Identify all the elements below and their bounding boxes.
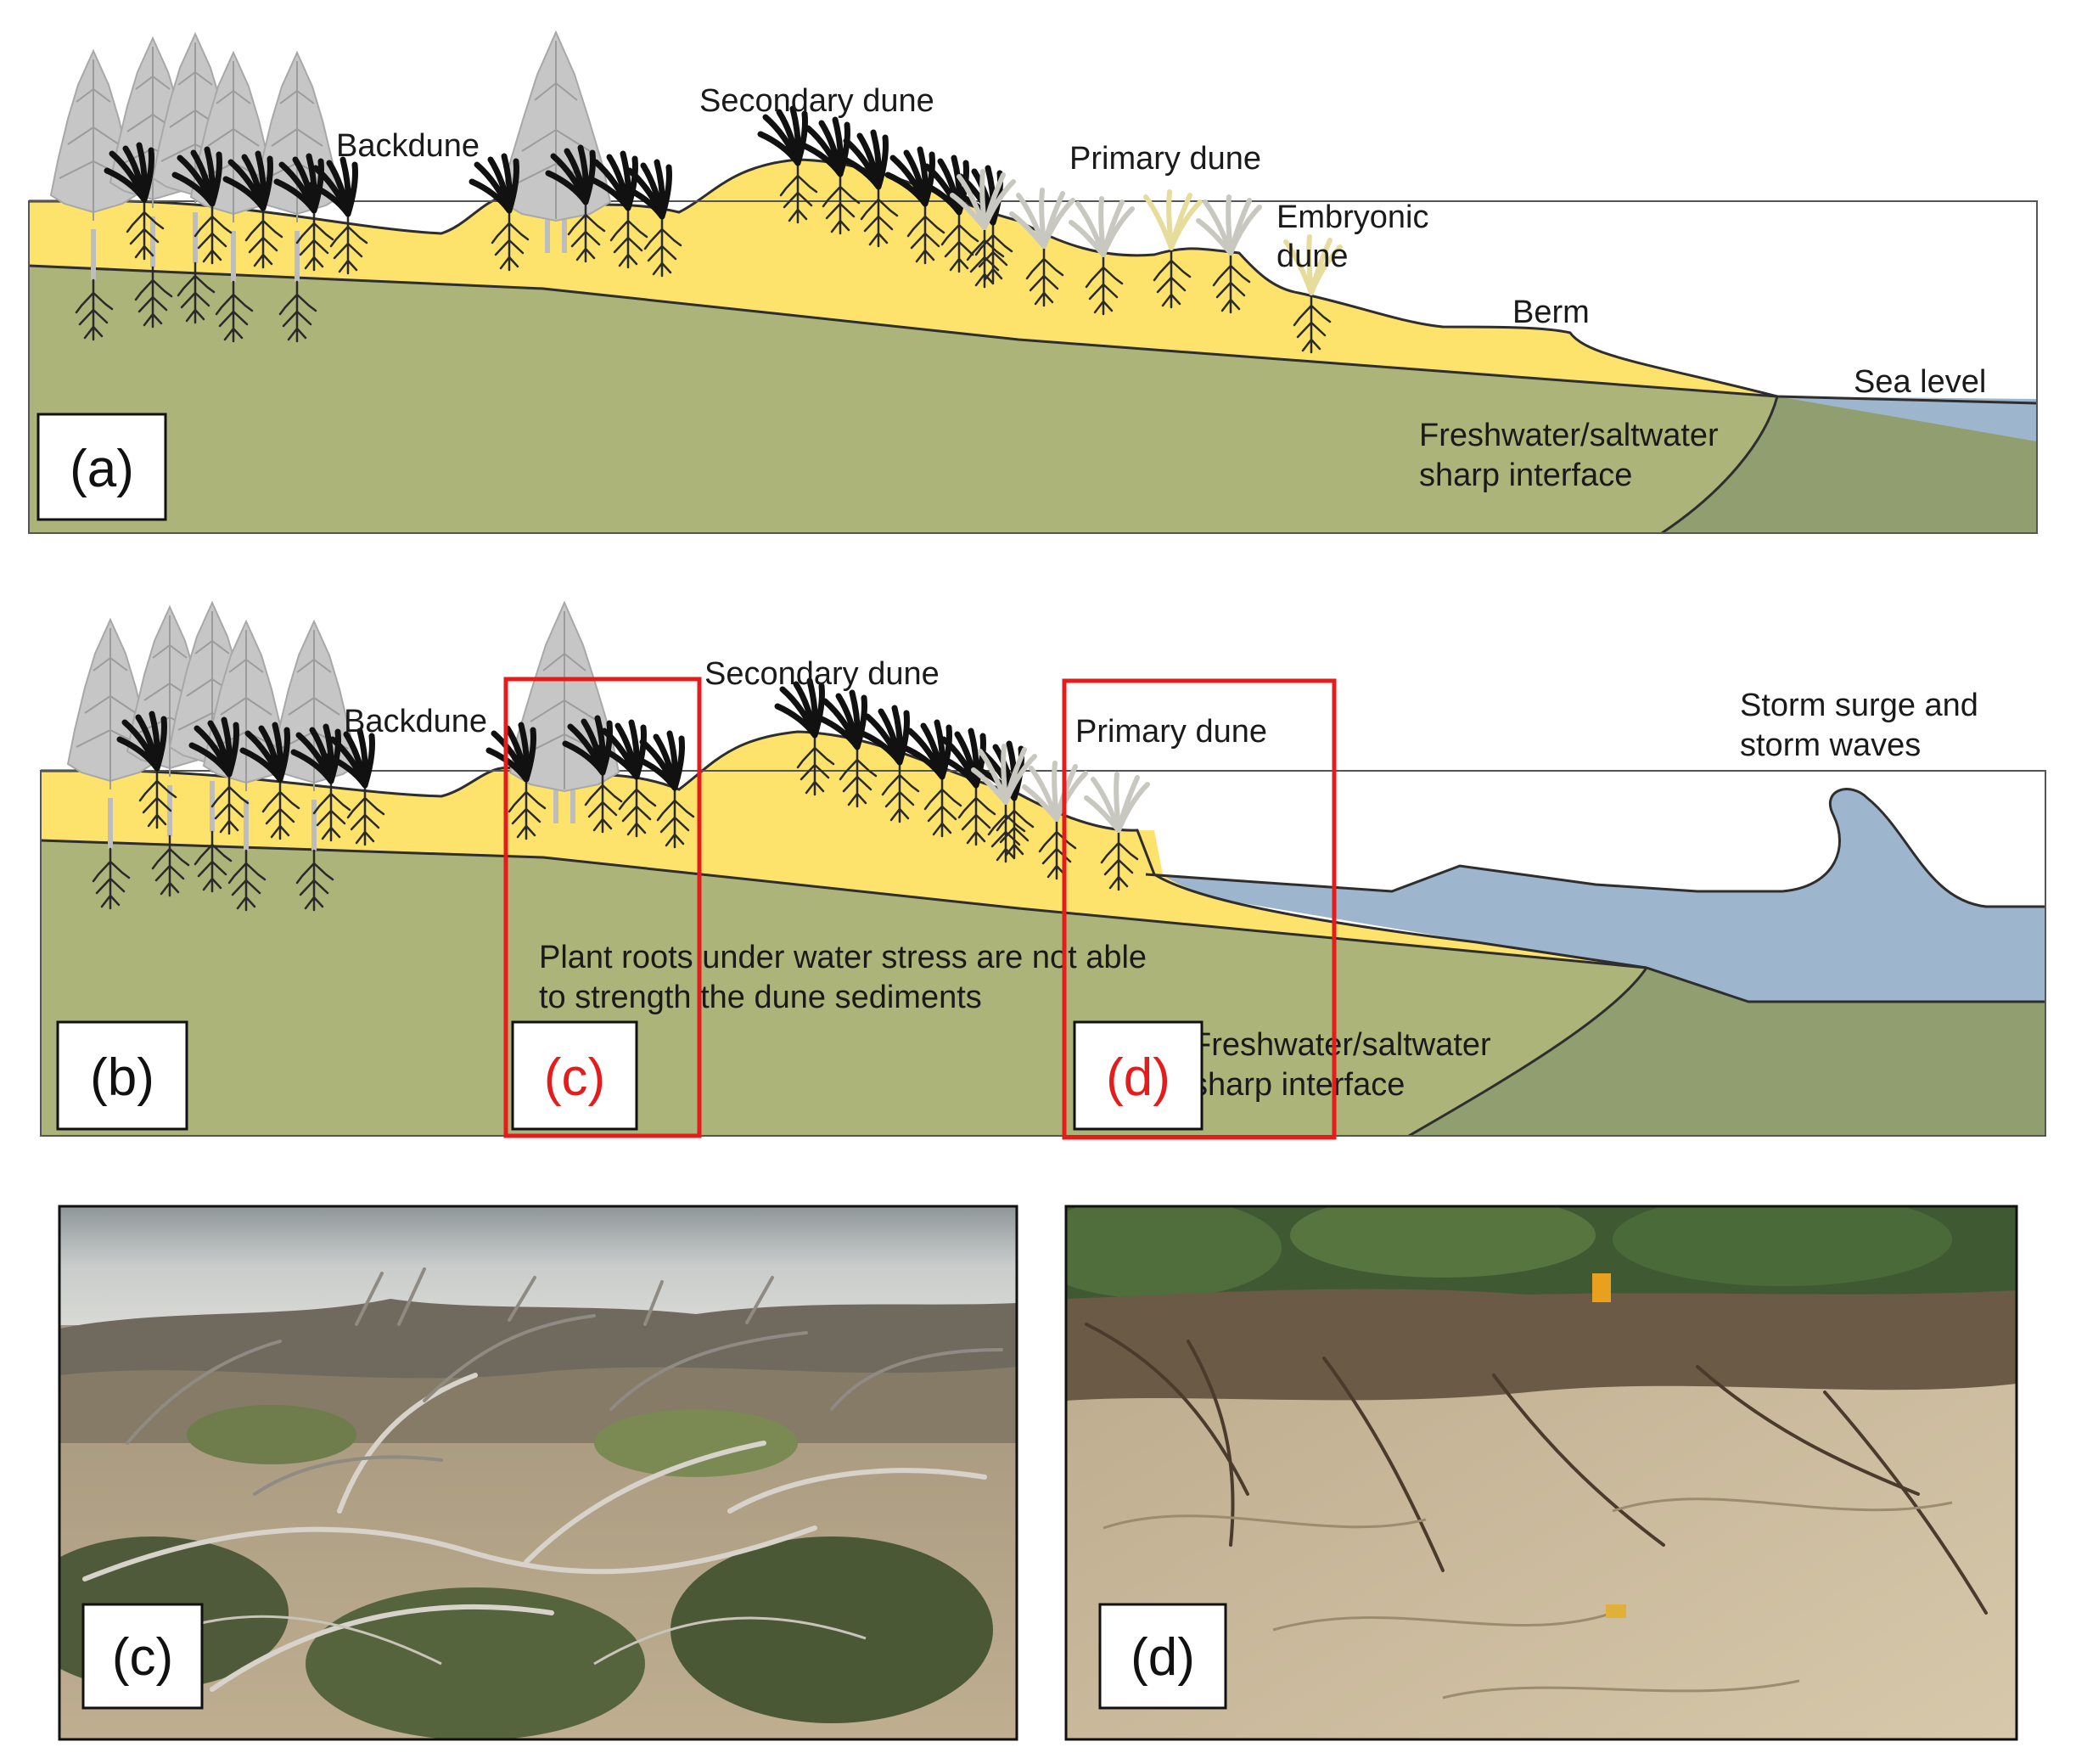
saline-wedge <box>1409 968 2045 1136</box>
photo-d: (d) <box>1064 1205 2018 1741</box>
photo-c-label-box <box>81 1603 204 1710</box>
label-interface: Freshwater/saltwater <box>1192 1027 1491 1063</box>
photo-d-label-box <box>1098 1603 1227 1710</box>
label-embryonic-dune: Embryonic <box>1276 199 1429 235</box>
sea-storm <box>1146 789 2045 1002</box>
panel-b-frame <box>40 770 2046 1137</box>
panel-b-label: (b) <box>90 1048 154 1107</box>
substrate-layer <box>29 266 2037 533</box>
label-water-stress: to strength the dune sediments <box>539 980 982 1015</box>
photo-c: (c) <box>58 1205 1018 1741</box>
label-secondary-dune: Secondary dune <box>699 83 934 119</box>
label-interface: sharp interface <box>1192 1067 1405 1103</box>
photo-d-frame <box>1064 1205 2018 1741</box>
highlight-box-d <box>1062 678 1337 1140</box>
label-interface: Freshwater/saltwater <box>1419 418 1719 453</box>
panel-a: Backdune Secondary dune Primary dune Emb… <box>28 32 2038 535</box>
wave-icon <box>1145 788 2045 908</box>
photo-d-label: (d) <box>1131 1628 1195 1687</box>
panel-a-frame <box>28 200 2038 534</box>
panel-a-label-box <box>36 413 167 521</box>
label-secondary-dune: Secondary dune <box>704 656 940 692</box>
highlight-box-c <box>503 677 702 1138</box>
label-primary-dune: Primary dune <box>1069 141 1261 177</box>
highlight-label-c: (c) <box>544 1048 605 1107</box>
panel-b: Backdune Secondary dune Primary dune Sto… <box>40 603 2046 1140</box>
label-sea-level: Sea level <box>1854 364 1986 400</box>
sea <box>1777 396 2037 441</box>
highlight-label-box-c <box>511 1020 638 1131</box>
sand-layer <box>29 160 1777 396</box>
label-backdune: Backdune <box>336 128 480 164</box>
saline-wedge <box>1662 396 2037 533</box>
sea-floor <box>1646 966 2045 1003</box>
substrate-outline <box>28 264 1778 398</box>
label-backdune: Backdune <box>344 704 487 739</box>
photo-c-frame <box>58 1205 1018 1741</box>
panel-b-label-box <box>56 1020 188 1131</box>
interface-line <box>1408 967 1648 1138</box>
panel-a-label: (a) <box>70 440 134 498</box>
dune-outline <box>41 730 1647 969</box>
label-storm: storm waves <box>1740 728 1921 763</box>
label-berm: Berm <box>1512 295 1590 330</box>
photo-c-label: (c) <box>112 1628 173 1687</box>
label-embryonic-dune: dune <box>1276 239 1349 274</box>
label-interface: sharp interface <box>1419 458 1632 493</box>
label-storm: Storm surge and <box>1740 688 1978 723</box>
highlight-label-box-d <box>1073 1020 1204 1131</box>
label-primary-dune: Primary dune <box>1075 714 1267 750</box>
dune-outline <box>29 158 2038 405</box>
highlight-label-d: (d) <box>1106 1048 1170 1107</box>
label-water-stress: Plant roots under water stress are not a… <box>539 940 1147 975</box>
sand-layer <box>41 732 1647 968</box>
interface-line <box>1661 396 1779 535</box>
